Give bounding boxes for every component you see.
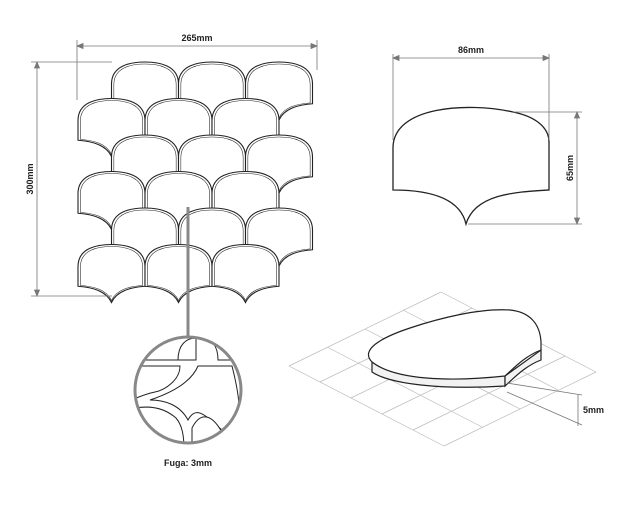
grout-caption: Fuga: 3mm	[164, 458, 212, 468]
mosaic-tile	[77, 243, 146, 304]
mosaic-sheet	[77, 61, 314, 304]
grout-detail-zoom	[133, 335, 243, 445]
tile-width-label: 86mm	[458, 45, 484, 55]
tile-thickness-label: 5mm	[583, 405, 604, 415]
tile-height-label: 65mm	[565, 155, 575, 181]
mosaic-tile-grout-edge	[147, 246, 210, 302]
mosaic-tile-grout-edge	[80, 246, 143, 302]
tile-height-dimension	[468, 110, 582, 226]
tile-width-dimension	[391, 54, 551, 140]
mosaic-height-dimension	[31, 60, 112, 298]
mosaic-width-dimension	[75, 40, 319, 100]
mosaic-tile-grout-edge	[80, 173, 143, 229]
mosaic-tile-grout-edge	[80, 100, 143, 156]
mosaic-tile	[144, 243, 213, 304]
tile-3d-view	[367, 309, 542, 388]
mosaic-width-label: 265mm	[181, 33, 212, 43]
mosaic-height-label: 300mm	[25, 163, 35, 194]
mosaic-tile-grout-edge	[214, 246, 277, 302]
tile-front-view	[392, 106, 550, 227]
tile-thickness-dimension	[506, 382, 583, 426]
mosaic-tile	[211, 243, 280, 304]
